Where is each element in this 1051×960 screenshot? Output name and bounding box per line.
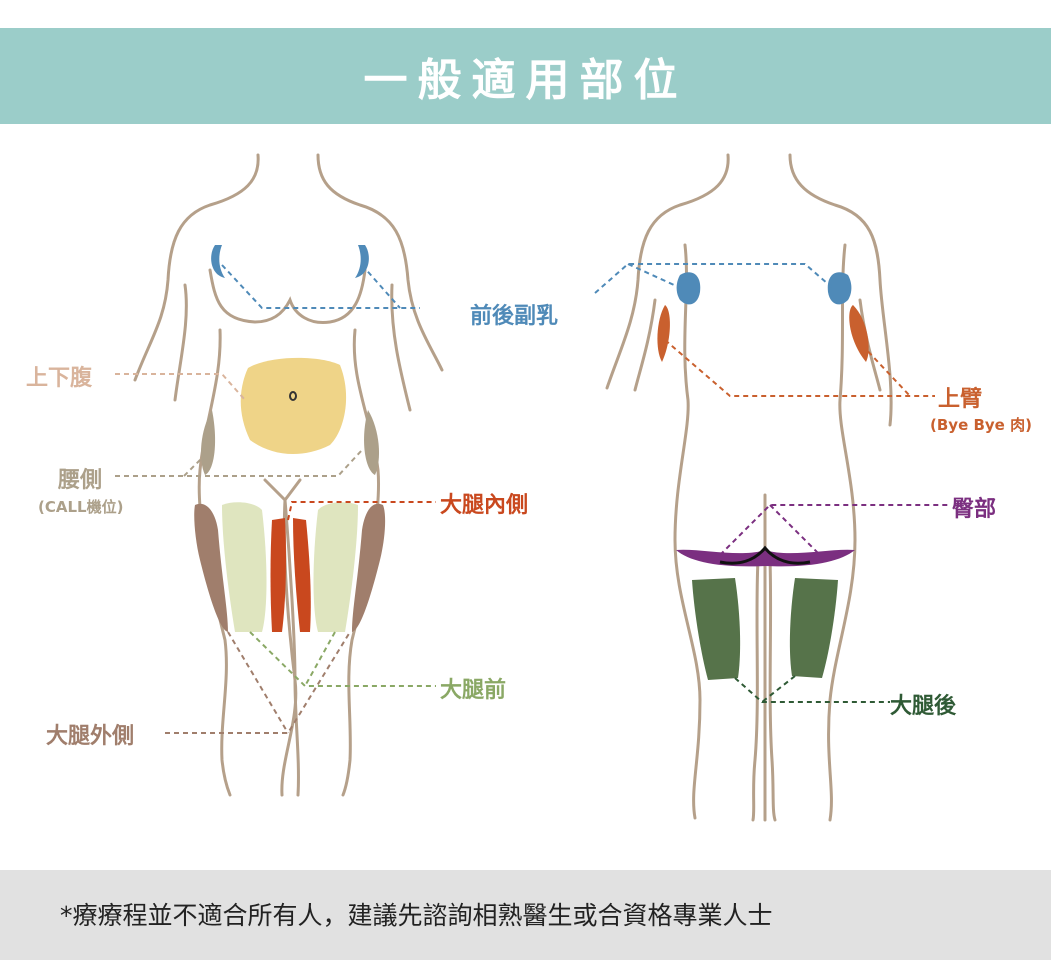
outer-thigh-left-region [194,503,228,632]
buttocks-crease [719,545,811,565]
upper-arm-right-region [849,305,869,362]
front-thigh-left-region [222,502,267,632]
label-upper-arm: 上臂 [938,387,983,412]
upper-arm-left-region [657,305,670,362]
back-fat-left-region [676,272,701,305]
label-inner-thigh: 大腿內側 [440,493,529,518]
label-outer-thigh: 大腿外側 [46,724,135,749]
breast-side-right-region [355,245,369,278]
label-buttocks: 臀部 [952,497,997,522]
title-banner: 一般適用部位 [0,28,1051,124]
label-back-fat: 前後副乳 [470,304,559,329]
outer-thigh-right-region [352,503,386,632]
breast-side-left-region [211,245,225,278]
inner-thigh-left-region [270,518,286,632]
label-back-thigh: 大腿後 [890,694,957,719]
back-thigh-left-region [692,578,741,680]
label-waist: 腰側 [58,468,103,493]
waist-left-region [200,410,216,475]
disclaimer-text: *療療程並不適合所有人，建議先諮詢相熟醫生或合資格專業人士 [60,901,773,930]
back-thigh-right-region [789,578,838,678]
label-upper-arm-sub: (Bye Bye 肉) [930,416,1032,434]
disclaimer-bar: *療療程並不適合所有人，建議先諮詢相熟醫生或合資格專業人士 [0,870,1051,960]
label-waist-sub: (CALL機位) [38,498,124,516]
back-body-outline [605,153,893,822]
front-thigh-right-region [313,502,358,632]
back-fat-right-region [827,272,852,305]
inner-thigh-right-region [293,518,311,632]
navel [289,391,297,401]
label-front-thigh: 大腿前 [440,678,507,703]
abdomen-region [240,357,347,455]
waist-right-region [364,410,380,475]
buttocks-region [676,549,855,567]
page-title: 一般適用部位 [363,55,688,106]
leader-lines [115,263,950,734]
label-abdomen: 上下腹 [26,366,93,391]
